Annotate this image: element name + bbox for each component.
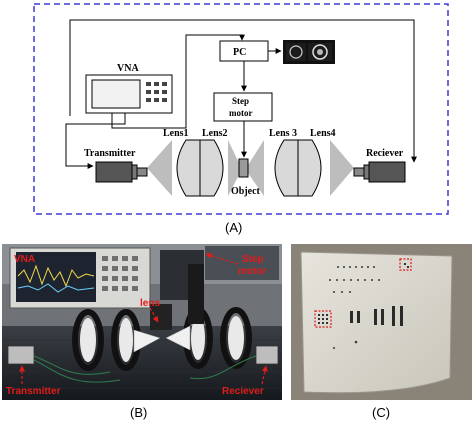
object-shape [238, 158, 249, 178]
sample-marker-1 [399, 258, 412, 271]
caption-c: (C) [372, 405, 390, 420]
vna-label: VNA [117, 63, 139, 74]
receiver-device [353, 161, 406, 183]
lens4-shape [297, 139, 322, 197]
sample-slot [350, 311, 353, 323]
wire-vna-to-transmitter [65, 113, 126, 169]
panel-c-photo [291, 244, 472, 400]
receiver-label: Reciever [366, 148, 404, 159]
photo-label-vna: VNA [14, 254, 35, 265]
photo-step-motor [188, 264, 204, 324]
panel-b-photo: VNA Step motor lens Transmitter Reciever [2, 244, 282, 400]
panel-a-diagram: VNA PC Step motor Lens1 Lens2 Lens 3 Len… [33, 3, 449, 215]
wire-vna-to-receiver [69, 19, 417, 163]
photo-label-motor: motor [238, 266, 266, 277]
lens1-shape [176, 139, 201, 197]
photo-arrow-lens [149, 307, 159, 323]
panel-a-frame [33, 3, 449, 215]
photo-arrow-receiver [261, 365, 268, 385]
step-motor-box [213, 92, 273, 122]
caption-a: (A) [225, 220, 242, 235]
beam-mid-1 [228, 140, 240, 196]
photo-lens-ring-4 [220, 307, 252, 369]
object-label: Object [231, 186, 261, 197]
lens3-shape [274, 139, 299, 197]
transmitter-device [95, 161, 148, 183]
step-motor-label-line2: motor [229, 108, 253, 118]
transmitter-label: Transmitter [84, 148, 136, 159]
lens2-shape [199, 139, 224, 197]
photo-transmitter [7, 345, 35, 365]
photo-horn-right [165, 325, 191, 351]
step-motor-label-line1: Step [232, 96, 249, 106]
wire-vna-to-pc [111, 34, 245, 129]
photo-receiver [255, 345, 279, 365]
vna-instrument [85, 74, 173, 114]
photo-label-lens: lens [140, 298, 160, 309]
photo-horn-left [133, 329, 161, 353]
lens2-label: Lens2 [202, 128, 228, 139]
beam-left [147, 140, 172, 196]
pc-label: PC [233, 47, 246, 58]
caption-b: (B) [130, 405, 147, 420]
photo-label-step: Step [242, 254, 264, 265]
photo-lens-ring-1 [72, 309, 104, 371]
photo-arrow-step [205, 252, 239, 265]
lens1-label: Lens1 [163, 128, 189, 139]
photo-label-transmitter: Transmitter [6, 386, 61, 397]
sample-marker-2 [314, 310, 332, 328]
beam-right [330, 140, 354, 196]
lens3-label: Lens 3 [269, 128, 297, 139]
photo-label-receiver: Reciever [222, 386, 264, 397]
beam-mid-2 [248, 140, 264, 196]
lens4-label: Lens4 [310, 128, 336, 139]
pc-monitor-image [283, 40, 335, 64]
